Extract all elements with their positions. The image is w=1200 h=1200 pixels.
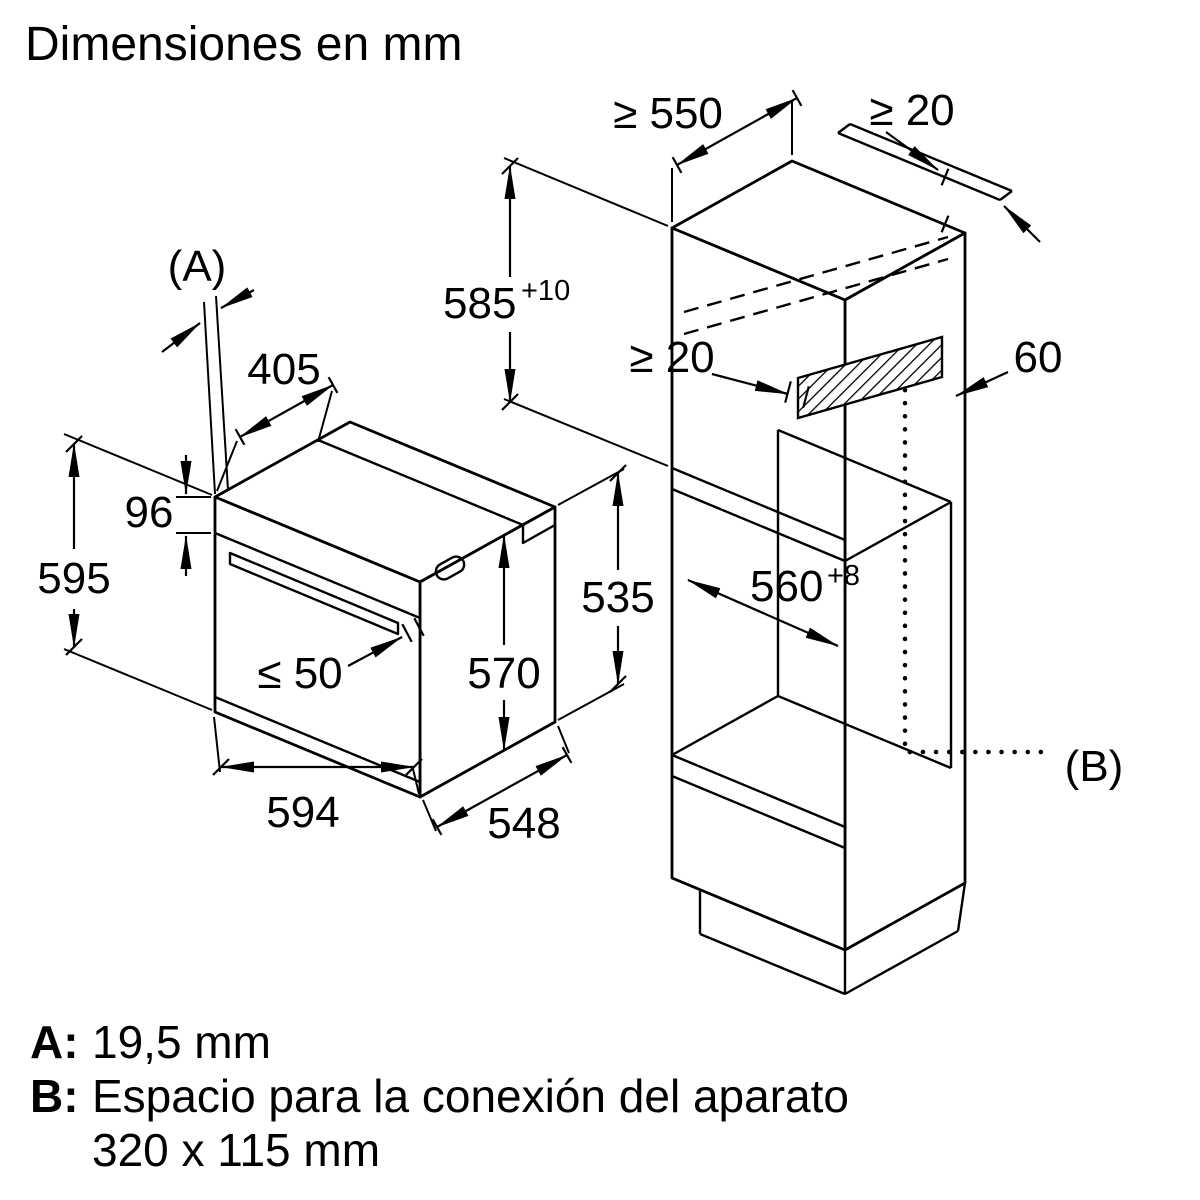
cabinet-plinth <box>698 882 967 996</box>
label-ref-B: (B) <box>1065 742 1124 791</box>
label-548: 548 <box>487 799 560 848</box>
dim-width-594: 594 <box>212 716 423 837</box>
dim-panel-height-96: 96 <box>125 455 211 576</box>
page-title: Dimensiones en mm <box>25 18 462 71</box>
hidden-depth-line-2 <box>683 257 949 336</box>
hidden-depth-line-1 <box>683 235 949 314</box>
legend-b-prefix: B: <box>30 1070 79 1122</box>
connection-strip-hatched <box>796 335 944 420</box>
label-96: 96 <box>125 488 174 537</box>
niche-bottom-shelf-underside <box>671 774 846 850</box>
label-585: 585 <box>443 279 516 328</box>
cabinet-drawing: ≥ 550 ≥ 20 585 +10 ≥ 20 <box>443 86 1124 996</box>
dim-niche-height-585: 585 +10 <box>443 157 669 467</box>
legend: A: 19,5 mm B: Espacio para la conexión d… <box>30 1016 849 1176</box>
oven-top-step-line <box>317 438 524 527</box>
oven-drawing: (A) 405 96 595 <box>37 242 654 848</box>
niche-bottom-shelf-edge <box>671 753 846 829</box>
label-550: ≥ 550 <box>613 89 723 138</box>
legend-a-prefix: A: <box>30 1016 79 1068</box>
niche-top-shelf-underside <box>671 487 846 563</box>
label-405: 405 <box>247 345 320 394</box>
label-wall-gap-20: ≥ 20 <box>869 86 954 135</box>
label-ref-A: (A) <box>168 242 227 291</box>
rear-wall <box>837 122 1013 202</box>
oven-rear-step <box>521 523 556 545</box>
dim-frame-A: (A) <box>161 242 255 495</box>
dim-niche-width-560: 560 +8 <box>687 560 860 648</box>
dim-front-height-570: 570 <box>467 534 541 751</box>
legend-b-line1: Espacio para la conexión del aparato <box>92 1070 849 1122</box>
label-60: 60 <box>1014 333 1063 382</box>
oven-side-grip-slot <box>434 555 466 581</box>
dim-handle-clearance-50: ≤ 50 <box>257 617 425 698</box>
oven-control-panel-line <box>214 531 421 620</box>
label-50: ≤ 50 <box>257 649 342 698</box>
cabinet-side-face <box>843 231 967 952</box>
label-595: 595 <box>37 554 110 603</box>
label-594: 594 <box>266 788 339 837</box>
dim-top-depth-405: 405 <box>216 345 339 492</box>
dim-body-height-535: 535 <box>557 464 655 721</box>
label-535: 535 <box>581 573 654 622</box>
dim-connection-depth-60: 60 <box>955 333 1063 397</box>
label-560-tolerance: +8 <box>827 560 860 592</box>
niche-top-shelf-edge <box>671 466 846 542</box>
dim-min-depth-550: ≥ 550 <box>613 89 803 222</box>
label-560: 560 <box>750 562 823 611</box>
legend-b-line2: 320 x 115 mm <box>92 1124 380 1176</box>
dim-body-depth-548: 548 <box>422 725 573 848</box>
dim-height-595: 595 <box>37 433 213 711</box>
dim-rear-gap-20: ≥ 20 <box>629 333 810 408</box>
oven-door-handle <box>228 551 400 636</box>
label-585-tolerance: +10 <box>521 275 570 307</box>
dim-wall-gap-20: ≥ 20 <box>869 86 1041 243</box>
label-rear-gap-20: ≥ 20 <box>629 333 714 382</box>
cabinet-interior <box>671 428 953 850</box>
legend-a-text: 19,5 mm <box>92 1016 271 1068</box>
label-570: 570 <box>467 649 540 698</box>
